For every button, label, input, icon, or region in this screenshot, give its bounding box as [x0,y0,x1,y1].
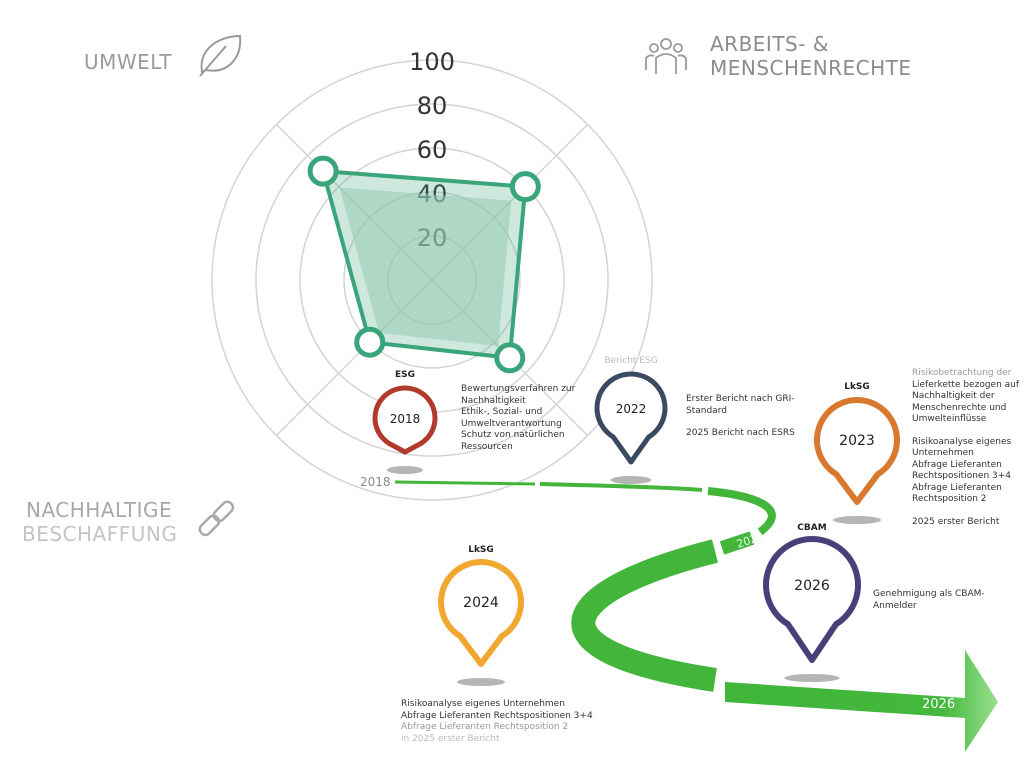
note-line: Abfrage Lieferanten [912,482,1002,493]
note-line: Risikobetrachtung der [912,368,1012,378]
note-line: Nachhaltigkeit der [912,391,995,401]
radar-ring [211,59,653,501]
radar-inner-area [339,187,512,347]
milestone-note-2022: Erster Bericht nach GRI- Standard 2025 B… [686,394,795,440]
milestone-tag-2024: LkSG [468,545,494,555]
milestone-note-2024: Risikoanalyse eigenes Unternehmen Abfrag… [401,699,593,745]
radar-data-point [509,171,541,203]
milestone-tag-2018: ESG [394,370,416,380]
note-line: Risikoanalyse eigenes Unternehmen [401,699,565,709]
milestone-pin-2018: 2018 [372,385,438,474]
note-line: Erster Bericht nach GRI- [686,394,795,404]
milestone-note-2026: Genehmigung als CBAM- Anmelder [873,589,985,612]
radar-data-point [354,326,386,358]
pin-year: 2026 [794,578,830,594]
people-group-icon [645,38,687,74]
milestone-tag-2022: Bericht ESG [604,356,658,366]
radar-ring [343,191,521,369]
timeline-start-label: 2018 [360,475,391,489]
pin-year: 2023 [839,433,875,449]
chain-link-icon [198,500,235,537]
note-line: Rechtsposition 2 [912,494,987,504]
note-line: Nachhaltigkeit [461,395,526,406]
pin-marker-icon [763,536,861,663]
pin-marker-icon [814,397,900,505]
pin-year: 2022 [616,402,647,416]
pin-shadow [457,678,505,686]
note-line: Lieferkette bezogen auf [912,379,1020,390]
category-beschaffung-line2: BESCHAFFUNG [22,522,178,546]
timeline-end-label: 2026 [922,697,955,712]
radar-tick-label: 80 [417,92,448,120]
pin-marker-icon [438,559,524,667]
note-line: Umweltverantwortung [461,418,562,429]
milestone-tag-2023: LkSG [844,382,870,392]
note-line: 2025 Bericht nach ESRS [686,428,795,438]
radar-ring [255,103,609,457]
radar-data-point [494,342,526,374]
timeline-ribbon [394,480,998,752]
note-line: Menschenrechte und [912,402,1007,413]
milestone-pin-2024: 2024 [438,559,524,686]
pin-marker-icon [594,371,668,465]
milestone-pin-2026: 2026 [763,536,861,682]
pin-shadow [610,476,652,484]
note-line: Risikoanalyse eigenes [912,436,1012,447]
radar-data-point [307,155,339,187]
note-line: Umwelteinflüsse [912,414,987,424]
note-line: Rechtspositionen 3+4 [912,471,1011,481]
note-line: Unternehmen [912,448,974,458]
note-line: Ethik-, Sozial- und [461,407,543,417]
pin-shadow [784,674,840,682]
note-line: 2025 erster Bericht [912,516,1000,527]
note-line: Abfrage Lieferanten [912,459,1002,470]
timeline-mid-label: 2023 [735,530,766,551]
radar-chart: 20406080100 [211,48,653,501]
radar-tick-label: 60 [417,136,448,164]
milestone-pin-2023: 2023 [814,397,900,524]
note-line: Abfrage Lieferanten Rechtspositionen 3+4 [401,710,593,721]
milestone-note-2018: Bewertungsverfahren zur Nachhaltigkeit E… [461,384,575,453]
pin-shadow [833,516,881,524]
note-line: in 2025 erster Bericht [401,733,500,744]
radar-tick-label: 100 [409,48,455,76]
pin-shadow [387,466,423,474]
pin-marker-icon [372,385,438,455]
note-line: Standard [686,405,727,416]
category-arbeit-line2: MENSCHENRECHTE [710,56,912,80]
category-arbeit-line1: ARBEITS- & [710,32,829,56]
note-line: Anmelder [873,600,917,611]
note-line: Ressourcen [461,441,513,452]
milestone-pin-2022: 2022 [594,371,668,484]
note-line: Bewertungsverfahren zur [461,384,576,394]
note-line: Abfrage Lieferanten Rechtsposition 2 [401,722,569,732]
note-line: Schutz von natürlichen [461,430,565,440]
pin-year: 2018 [390,412,421,426]
milestone-note-2023: Risikobetrachtung der Lieferkette bezoge… [912,368,1019,528]
radar-series-area [320,168,528,360]
milestone-tag-2026: CBAM [797,523,827,533]
category-umwelt: UMWELT [84,50,172,74]
leaf-icon [199,34,242,77]
pin-year: 2024 [463,595,499,611]
category-beschaffung-line1: NACHHALTIGE [26,498,173,522]
note-line: Genehmigung als CBAM- [873,589,985,599]
